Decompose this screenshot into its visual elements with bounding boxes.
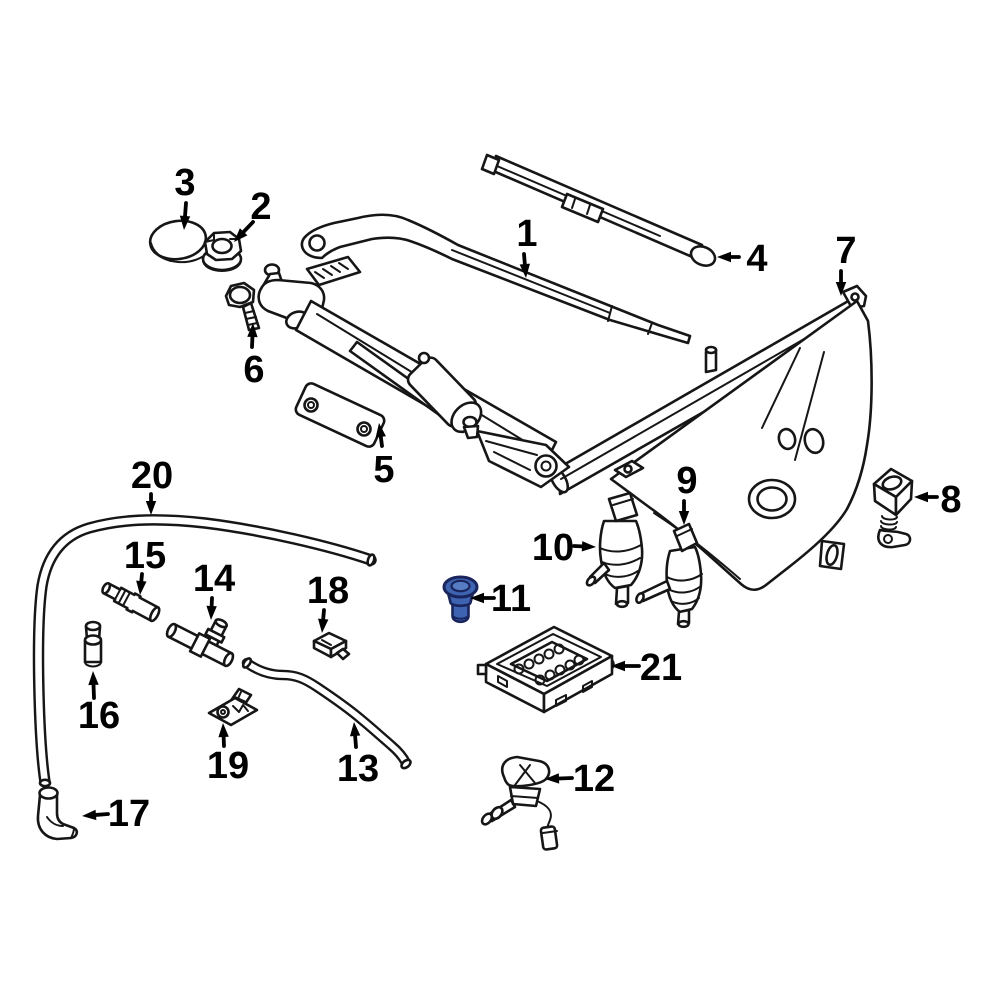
part-number-11: 11 — [491, 578, 531, 620]
part-number-9: 9 — [676, 460, 697, 502]
part-label-5: 5 — [373, 423, 395, 491]
part-number-16: 16 — [78, 695, 120, 737]
part-7-washer-reservoir — [548, 284, 873, 592]
part-19-hose-bracket-clip — [207, 687, 259, 727]
part-2-wiper-arm-nut — [201, 230, 243, 272]
part-label-8: 8 — [914, 479, 962, 521]
part-number-5: 5 — [373, 449, 394, 491]
part-label-18: 18 — [307, 570, 349, 633]
part-label-10: 10 — [532, 527, 596, 569]
part-number-19: 19 — [207, 745, 249, 787]
part-label-14: 14 — [193, 558, 235, 620]
part-12-washer-nozzle — [480, 755, 559, 851]
part-label-21: 21 — [611, 647, 682, 689]
part-label-12: 12 — [545, 758, 615, 800]
part-15-hose-inline-connector — [101, 581, 161, 623]
part-6-linkage-mount-bolt — [224, 281, 261, 332]
part-label-9: 9 — [676, 460, 698, 525]
part-number-21: 21 — [640, 647, 682, 689]
part-number-20: 20 — [131, 455, 173, 497]
part-4-wiper-blade — [480, 153, 717, 267]
part-number-1: 1 — [516, 213, 537, 255]
part-label-15: 15 — [124, 535, 166, 595]
part-13-washer-hose-front — [241, 657, 412, 770]
part-8-washer-level-sensor — [872, 467, 914, 549]
part-number-12: 12 — [573, 758, 615, 800]
part-number-13: 13 — [337, 748, 379, 790]
part-17-hose-elbow — [36, 786, 79, 841]
part-18-hose-clip — [312, 631, 351, 661]
part-label-7: 7 — [835, 230, 857, 296]
part-label-20: 20 — [131, 455, 173, 515]
part-label-16: 16 — [78, 671, 120, 737]
part-11-reservoir-grommet — [442, 575, 479, 624]
part-label-19: 19 — [207, 723, 249, 787]
part-number-6: 6 — [243, 349, 264, 391]
part-label-11: 11 — [470, 578, 531, 620]
part-number-10: 10 — [532, 527, 574, 569]
part-label-13: 13 — [337, 722, 379, 790]
part-number-15: 15 — [124, 535, 166, 577]
part-1-wiper-arm — [300, 213, 692, 345]
part-number-7: 7 — [835, 230, 856, 272]
part-number-14: 14 — [193, 558, 235, 600]
part-number-17: 17 — [108, 793, 150, 835]
part-20-washer-hose-main — [32, 514, 377, 788]
part-number-18: 18 — [307, 570, 349, 612]
part-label-6: 6 — [243, 323, 265, 391]
part-number-2: 2 — [250, 186, 271, 228]
part-16-hose-stud-connector — [83, 620, 103, 668]
part-label-1: 1 — [516, 213, 538, 278]
part-label-4: 4 — [717, 238, 768, 280]
part-number-8: 8 — [940, 479, 961, 521]
part-21-control-module — [476, 625, 615, 714]
part-number-4: 4 — [746, 238, 767, 280]
part-10-washer-pump-front — [585, 491, 644, 609]
part-label-3: 3 — [174, 162, 196, 230]
part-3-wiper-arm-cap — [148, 219, 209, 264]
part-label-17: 17 — [82, 793, 150, 835]
part-9-washer-pump-rear — [635, 522, 703, 629]
part-label-2: 2 — [234, 186, 272, 242]
part-14-hose-tee-connector — [165, 618, 235, 668]
part-5-wiper-linkage-motor-assembly — [257, 255, 571, 489]
part-number-3: 3 — [174, 162, 195, 204]
